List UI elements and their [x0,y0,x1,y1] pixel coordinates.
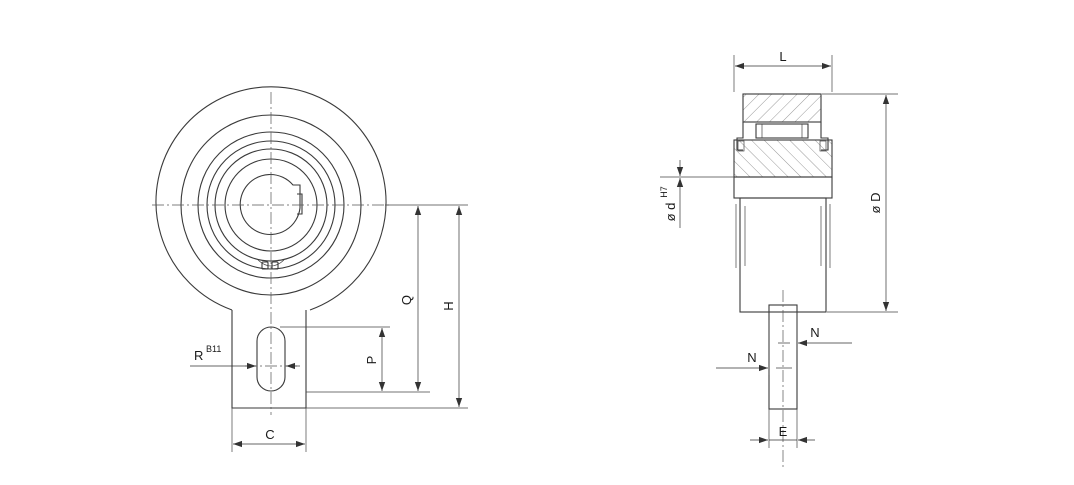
keyway [297,193,303,215]
dim-n-lower-label: N [747,350,756,365]
dim-e-label: E [779,424,788,439]
hub-band [733,176,833,199]
dim-d-label: ø D [868,193,883,214]
dim-q-label: Q [399,295,414,305]
roller-cage [755,123,809,139]
side-view: L ø D ø d H7 N N E [659,49,898,470]
seal-left [737,140,745,152]
torque-arm [231,310,307,409]
dim-l-label: L [779,49,786,64]
bore-with-keyway [239,173,301,235]
seal-right [819,140,827,152]
circlip [257,259,285,267]
dim-r-label: R [194,348,203,363]
front-view: C P Q H R B11 [152,86,468,452]
circlip-eye-left [261,261,269,270]
dim-d-bore-superscript: H7 [659,186,669,198]
dim-n-upper-label: N [810,325,819,340]
dim-d-bore-label: ø d [663,203,678,222]
circlip-eye-right [271,261,279,270]
dim-h-label: H [441,301,456,310]
inner-race [733,139,833,178]
inner-ring-b [214,148,328,262]
dim-c-label: C [265,427,274,442]
dim-p-label: P [364,356,379,365]
outer-race [742,93,822,123]
housing-outline [155,86,387,311]
dim-r-superscript: B11 [206,344,221,354]
